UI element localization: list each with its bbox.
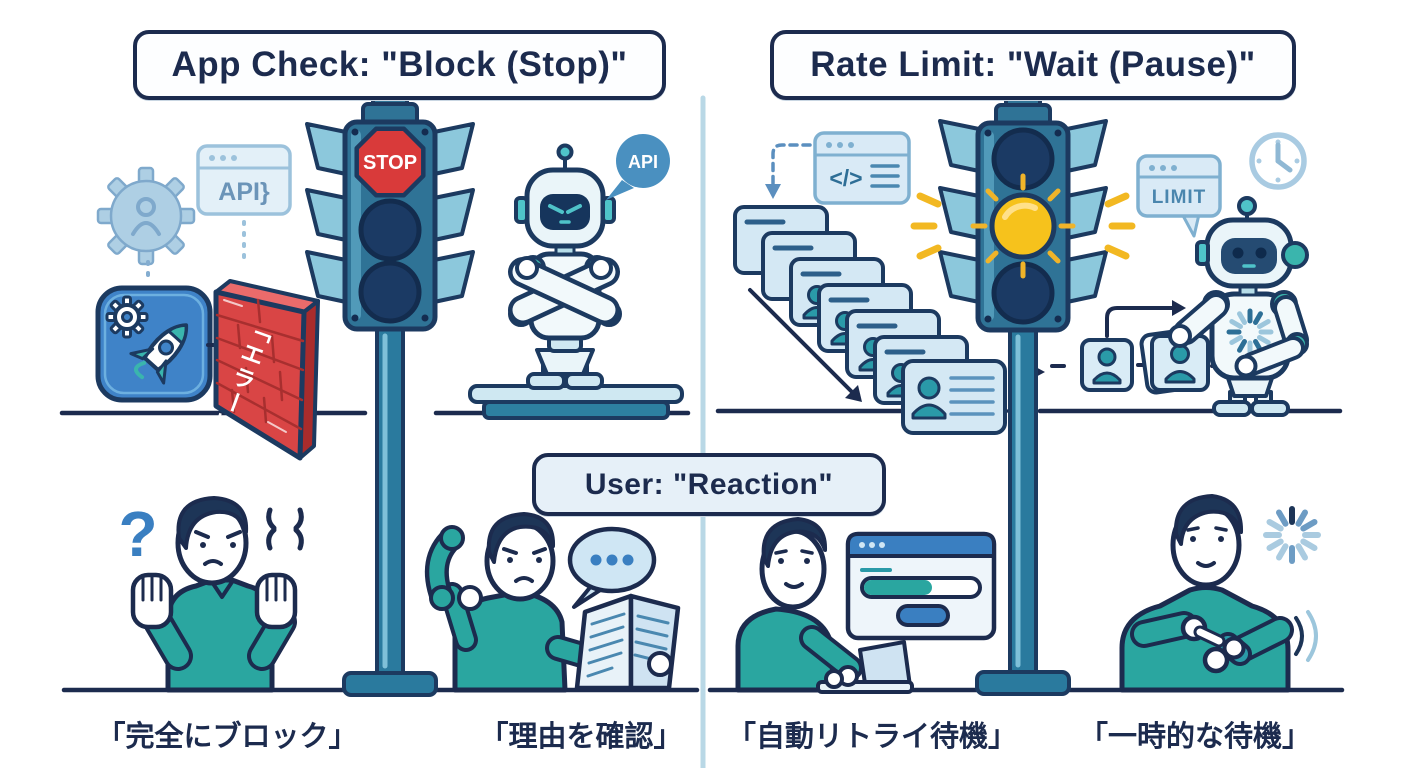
request-card-stack	[733, 205, 1007, 435]
spinner-icon	[1226, 308, 1274, 356]
queue-arrow	[748, 288, 862, 402]
gear-person-icon	[96, 166, 196, 286]
dashed-arrow	[765, 143, 812, 199]
yellow-rays	[970, 173, 1076, 279]
crossed-arms	[508, 257, 620, 325]
gear-icon	[105, 295, 149, 339]
api-window-label: API}	[218, 178, 270, 206]
palm-left	[130, 572, 174, 630]
watch-icon	[1202, 632, 1252, 674]
waiting-robot	[1168, 196, 1309, 417]
angry-face	[194, 530, 242, 566]
annoyed-face	[502, 547, 547, 583]
anger-icon	[266, 507, 304, 551]
code-window-label: </>	[829, 165, 862, 191]
user-card	[1080, 338, 1134, 392]
user-card	[1150, 334, 1210, 392]
caption-auto-retry: 「自動リトライ待機」	[726, 721, 1017, 753]
api-speech-bubble: API	[606, 134, 670, 200]
document-icon	[574, 593, 681, 691]
emphasis-dashes	[910, 192, 1136, 260]
traffic-light-stop: STOP	[305, 94, 475, 697]
progress-window	[845, 531, 997, 641]
vibration-waves	[1294, 610, 1318, 662]
dots-speech-bubble	[567, 526, 657, 609]
phone-icon	[424, 525, 465, 611]
stop-sign: STOP	[354, 126, 426, 198]
limit-bubble-icon: LIMIT	[1136, 154, 1222, 238]
spinner-icon	[1263, 506, 1321, 564]
user-checking-reason	[424, 512, 681, 693]
caption-fully-blocked: 「完全にブロック」	[96, 721, 358, 753]
yellow-light	[970, 173, 1076, 279]
progress-bar-fill	[864, 580, 932, 595]
app-check-title: App Check: "Block (Stop)"	[133, 30, 666, 100]
firewall-icon	[213, 279, 320, 461]
angry-robot-eyes	[548, 204, 582, 224]
code-window-icon: </>	[813, 131, 911, 205]
api-bubble-label: API	[628, 152, 658, 172]
question-mark-icon: ?	[118, 498, 157, 570]
angry-user-blocking: ?	[118, 496, 304, 693]
caption-temporary-wait: 「一時的な待機」	[1078, 721, 1311, 753]
user-temporary-wait	[1119, 494, 1321, 693]
user-auto-retry	[735, 517, 997, 694]
clock-icon	[1249, 132, 1307, 190]
calm-face	[1186, 526, 1228, 568]
request-card	[901, 359, 1007, 435]
api-window-icon: API}	[196, 144, 292, 260]
palm-right	[254, 572, 298, 630]
limit-bubble-label: LIMIT	[1152, 187, 1207, 208]
calm-face	[774, 549, 814, 589]
rocket-icon	[129, 323, 189, 385]
rate-limit-title: Rate Limit: "Wait (Pause)"	[770, 30, 1296, 100]
user-reaction-title: User: "Reaction"	[532, 453, 886, 516]
blocking-robot: API	[468, 134, 684, 420]
traffic-light-wait	[938, 95, 1108, 696]
app-icon	[95, 285, 222, 403]
caption-check-reason: 「理由を確認」	[479, 721, 683, 753]
stop-sign-label: STOP	[363, 152, 417, 174]
retry-button-shape	[896, 604, 950, 627]
